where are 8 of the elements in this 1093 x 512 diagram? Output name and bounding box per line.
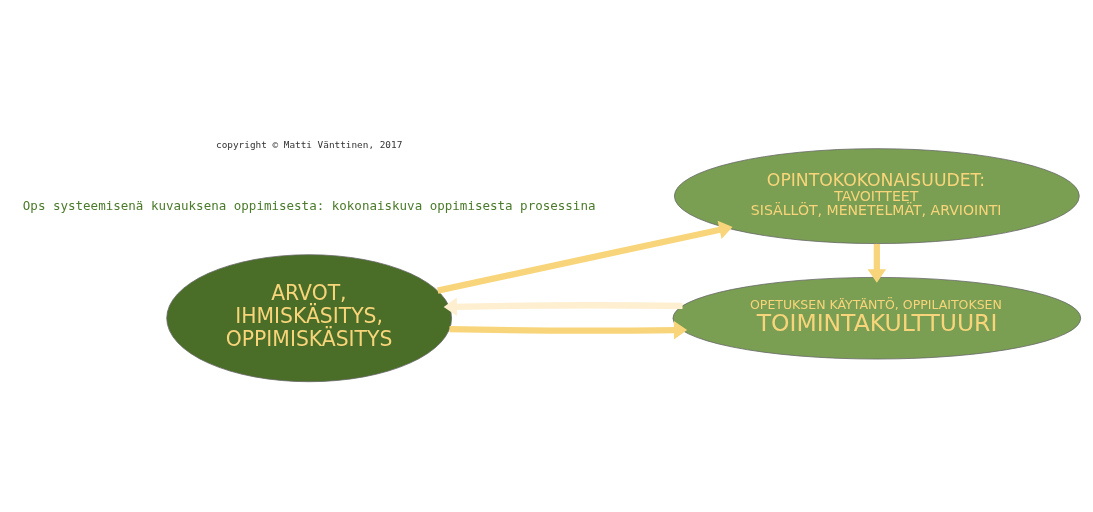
label: Ops systeemisenä kuvauksena oppimisesta: kokonaiskuva oppimisesta prosessina: [22, 197, 596, 213]
arrow: [449, 320, 688, 339]
node-ellipse: ARVOT, IHMISKÄSITYS, OPPIMISKÄSITYS: [166, 253, 452, 382]
arrow: [437, 220, 733, 294]
label: copyright © Matti Vänttinen, 2017: [216, 138, 403, 150]
node-ellipse: OPINTOKOKONAISUUDET: TAVOITTEET SISÄLLÖT, MENETELMÄT, ARVIOINTI: [674, 147, 1080, 244]
arrow: [867, 243, 887, 283]
arrow: [443, 296, 683, 316]
